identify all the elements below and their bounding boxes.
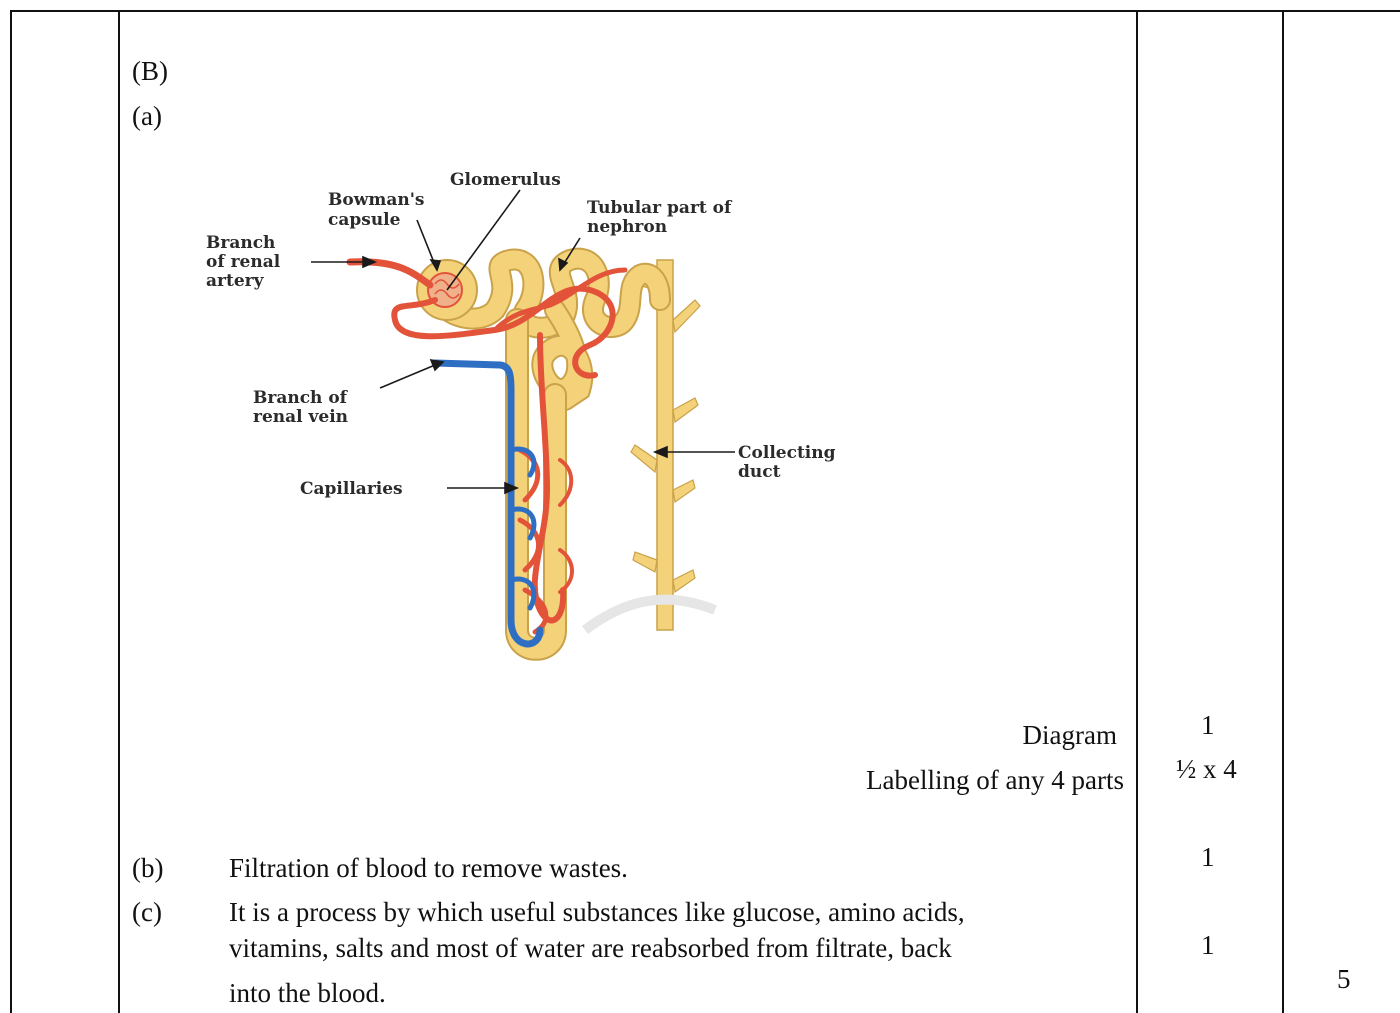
label-bowmans-capsule-1: Bowman's — [328, 190, 424, 210]
part-a-label: (a) — [132, 99, 162, 133]
watermark-mark — [585, 600, 715, 630]
part-c-marks: 1 — [1201, 928, 1215, 962]
label-capillaries: Capillaries — [300, 479, 403, 499]
tubule-shape — [443, 259, 660, 649]
label-glomerulus: Glomerulus — [450, 170, 561, 190]
label-collecting-duct-1: Collecting — [738, 443, 836, 463]
table-border-answer-left — [118, 11, 120, 1013]
nephron-diagram: Glomerulus Bowman's capsule Tubular part… — [195, 160, 885, 670]
label-collecting-duct-2: duct — [738, 462, 781, 482]
label-tubular-2: nephron — [587, 217, 667, 237]
table-border-left — [10, 11, 12, 1013]
table-border-marks-left — [1136, 11, 1138, 1013]
table-top-border — [10, 10, 1400, 12]
label-artery-1: Branch — [206, 233, 275, 253]
part-c-label: (c) — [132, 895, 162, 929]
part-b-answer: Filtration of blood to remove wastes. — [229, 851, 628, 885]
label-tubular-1: Tubular part of — [587, 198, 733, 218]
labelling-marks: ½ x 4 — [1176, 752, 1237, 786]
label-vein-2: renal vein — [253, 407, 348, 427]
part-c-answer-line-2: vitamins, salts and most of water are re… — [229, 931, 952, 965]
part-b-marks: 1 — [1201, 840, 1215, 874]
part-c-answer-line-3: into the blood. — [229, 976, 386, 1010]
labelling-criterion: Labelling of any 4 parts — [866, 763, 1124, 797]
total-marks: 5 — [1337, 962, 1351, 996]
collecting-duct-shape — [631, 260, 700, 630]
section-label: (B) — [132, 54, 168, 88]
part-b-label: (b) — [132, 851, 163, 885]
diagram-marks: 1 — [1201, 708, 1215, 742]
label-vein-1: Branch of — [253, 388, 349, 408]
diagram-criterion: Diagram — [1023, 718, 1117, 752]
label-artery-2: of renal — [206, 252, 281, 272]
label-artery-3: artery — [206, 271, 265, 291]
label-bowmans-capsule-2: capsule — [328, 210, 401, 230]
table-border-total-left — [1282, 11, 1284, 1013]
part-c-answer-line-1: It is a process by which useful substanc… — [229, 895, 965, 929]
